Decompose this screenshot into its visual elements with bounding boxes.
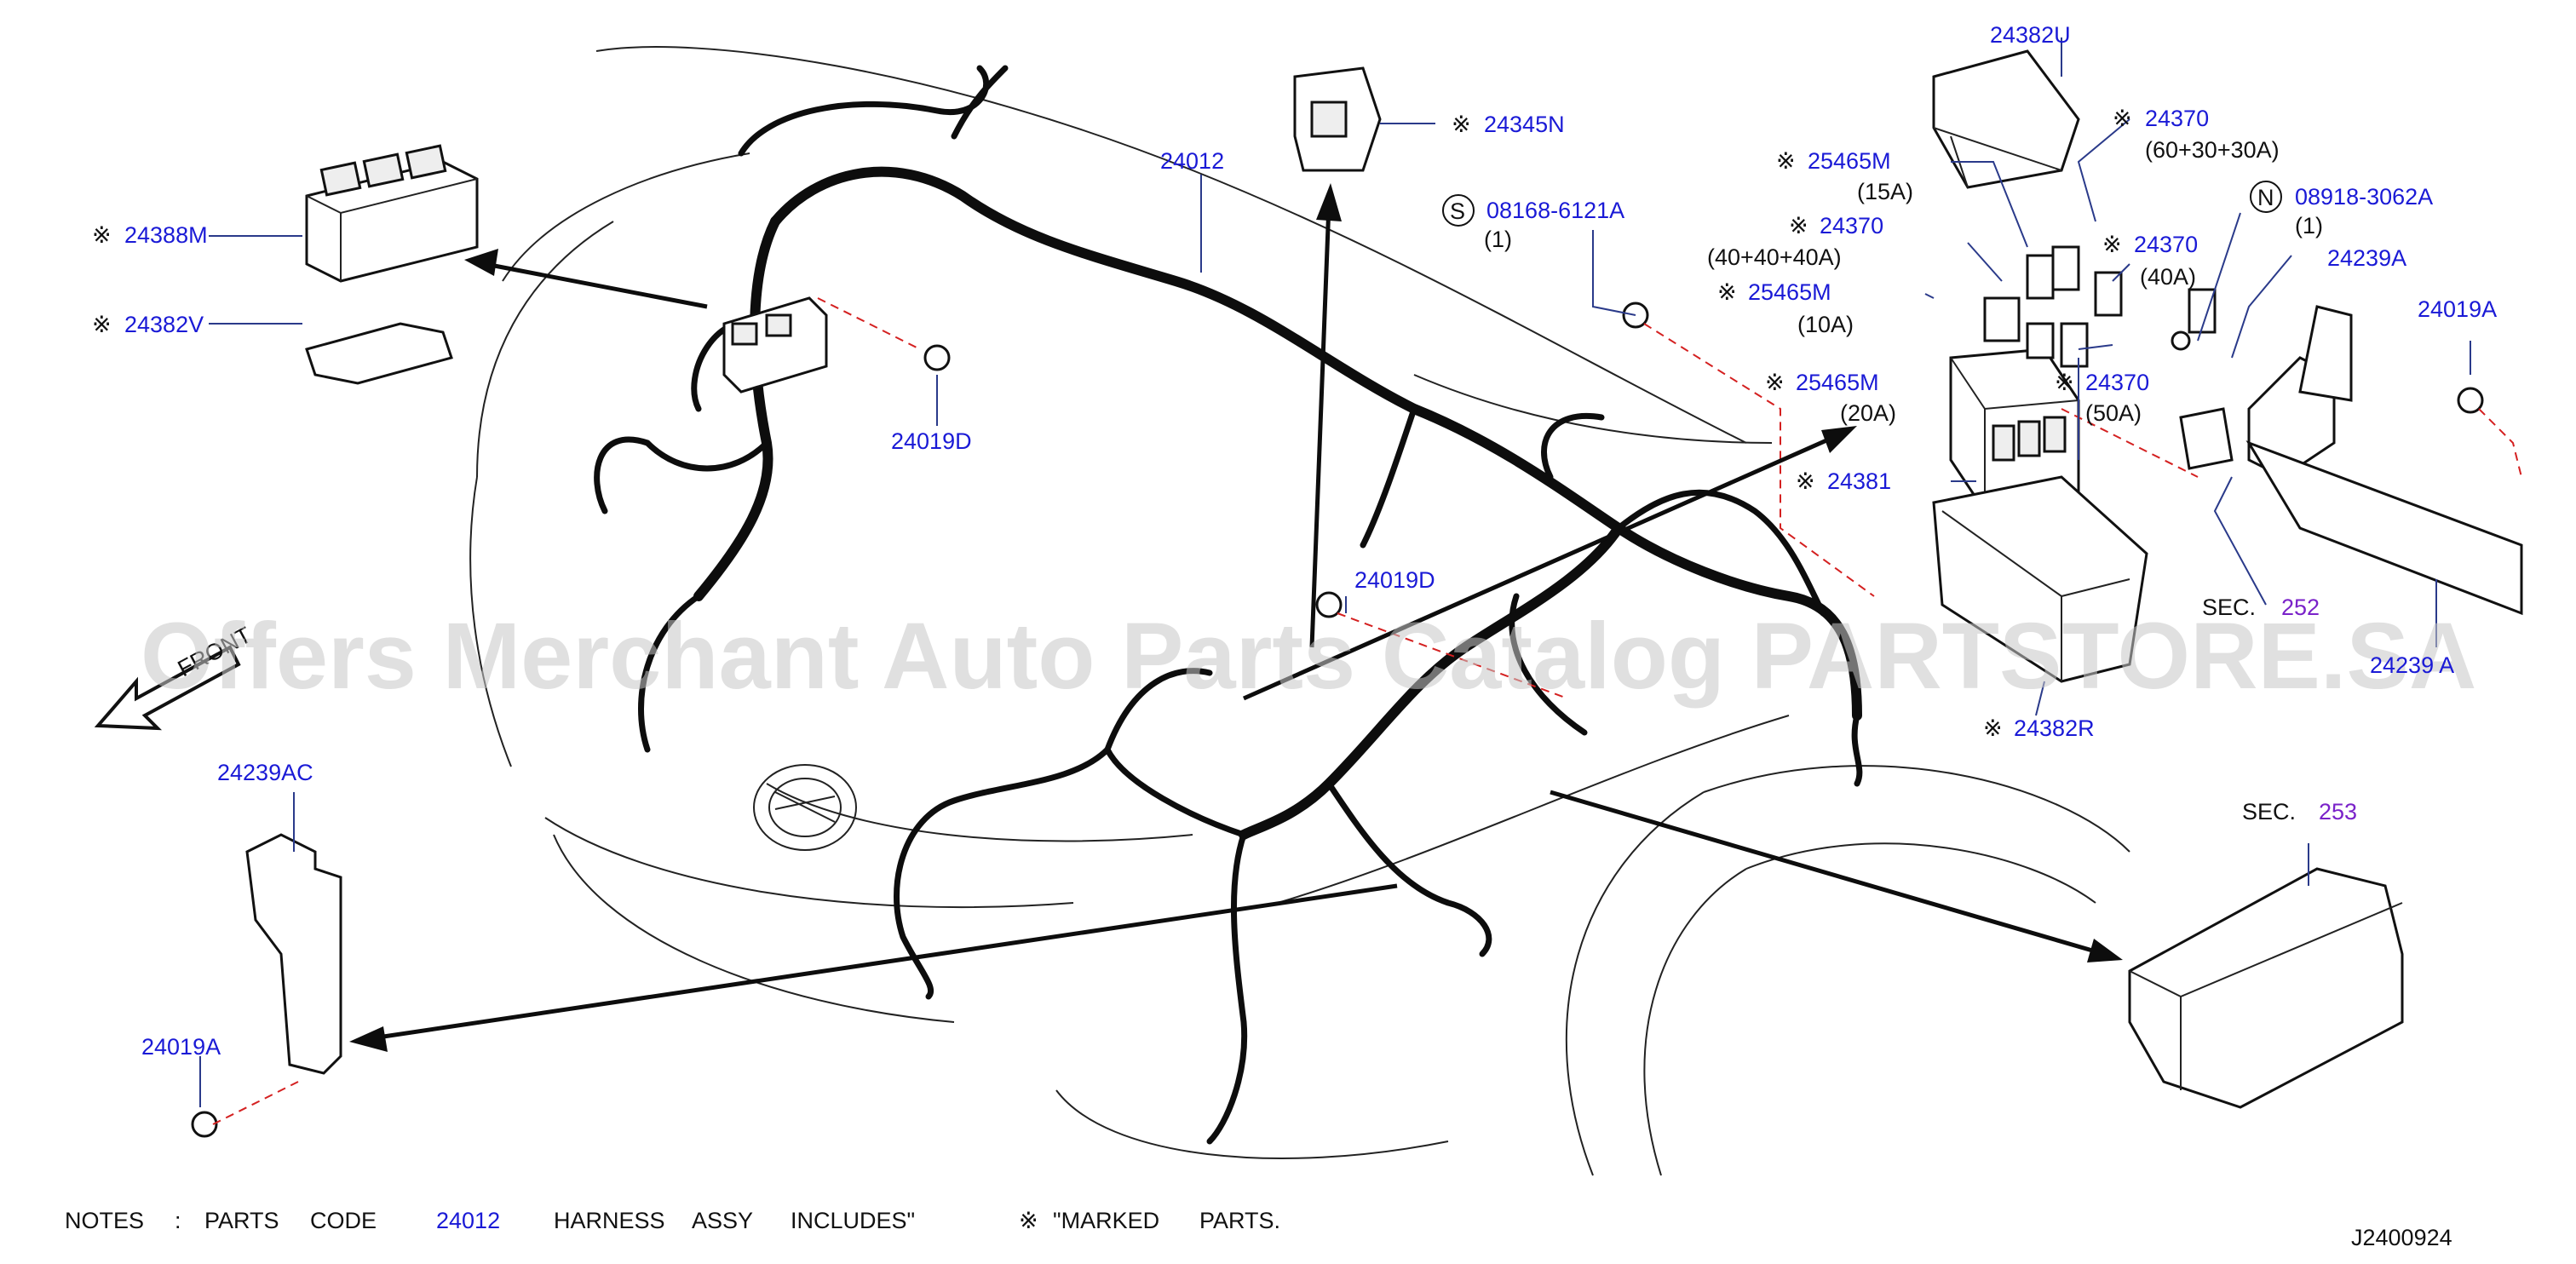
notes-marked: "MARKED [1053, 1208, 1159, 1233]
mark-24370-50: ※ [2055, 370, 2074, 395]
notes-colon: : [175, 1208, 181, 1233]
label-25465M-15: 25465M [1808, 148, 1891, 174]
label-25465M-20: 25465M [1796, 370, 1879, 395]
label-24370-40: 24370 [2134, 232, 2198, 257]
s-code-circle [1442, 194, 1475, 227]
fuse-box-cover-24382U [1932, 49, 2080, 189]
label-20a: (20A) [1840, 400, 1896, 426]
main-harness [594, 65, 1863, 1145]
mark-25465M-10: ※ [1717, 279, 1737, 305]
mark-24370-60: ※ [2113, 106, 2132, 131]
mark-25465M-20: ※ [1765, 370, 1785, 395]
label-15a: (15A) [1857, 179, 1913, 204]
pointer-arrows [349, 183, 2123, 1052]
sec-word-253: SEC. [2242, 799, 2296, 824]
mark-25465M-15: ※ [1776, 148, 1796, 174]
sec-ref-253: 253 [2319, 799, 2357, 824]
notes-code-value: 24012 [436, 1208, 500, 1233]
mark-24382R: ※ [1983, 715, 2003, 741]
n-code-circle [2250, 181, 2282, 213]
sec-ref-252: 252 [2281, 595, 2320, 620]
label-24345N: 24345N [1484, 112, 1565, 137]
label-24370-40x3: 24370 [1820, 213, 1883, 238]
bracket-24239AC [245, 833, 342, 1075]
label-60-30-30a: (60+30+30A) [2145, 137, 2280, 163]
n-code-letter: N [2257, 185, 2274, 210]
part-labels: 24382U ※ 24370 (60+30+30A) ※ 25465M (15A… [92, 22, 2497, 1060]
relay-bracket-center [722, 296, 828, 394]
vehicle-body-outline [469, 46, 2130, 1176]
label-qty-1-a: (1) [1484, 227, 1512, 252]
mark-24381: ※ [1796, 468, 1815, 494]
label-25465M-10: 25465M [1748, 279, 1831, 305]
label-08918-3062A: 08918-3062A [2295, 184, 2433, 210]
label-24370-50: 24370 [2085, 370, 2149, 395]
label-24382V: 24382V [124, 312, 204, 337]
mark-24345N: ※ [1452, 112, 1471, 137]
notes-includes: INCLUDES" [791, 1208, 915, 1233]
label-24239AC: 24239AC [217, 760, 313, 785]
label-24382R: 24382R [2014, 715, 2095, 741]
notes-parts: PARTS [204, 1208, 279, 1233]
label-24388M: 24388M [124, 222, 208, 248]
bolts [191, 302, 2484, 1138]
bracket-24239A [2245, 305, 2523, 616]
notes-parts-end: PARTS. [1199, 1208, 1280, 1233]
label-50a: (50A) [2085, 400, 2142, 426]
diagram-id: J2400924 [2351, 1225, 2452, 1250]
label-24019A-top: 24019A [2418, 296, 2497, 322]
s-code-letter: S [1450, 198, 1465, 224]
sec-word-252: SEC. [2202, 595, 2256, 620]
control-unit-253 [2128, 867, 2404, 1109]
label-24370-60: 24370 [2145, 106, 2209, 131]
label-10a: (10A) [1797, 312, 1854, 337]
label-24012: 24012 [1160, 148, 1224, 174]
fuse-box-housing-24382R [1932, 475, 2148, 683]
notes-prefix: NOTES [65, 1208, 144, 1233]
label-24239-partial: 24239 A [2370, 652, 2454, 678]
notes-code: CODE [310, 1208, 377, 1233]
mark-24388M: ※ [92, 222, 112, 248]
fuses [1983, 245, 2217, 368]
relay-box-left [305, 144, 479, 283]
label-08168-6121A: 08168-6121A [1486, 198, 1624, 223]
label-qty-1-b: (1) [2295, 213, 2323, 238]
relay-small [2179, 407, 2234, 470]
notes-assy: ASSY [692, 1208, 753, 1233]
notes-footer: NOTES : PARTS CODE 24012 HARNESS ASSY IN… [65, 1208, 1280, 1233]
notes-harness: HARNESS [554, 1208, 665, 1233]
mark-24370-40x3: ※ [1789, 213, 1808, 238]
mark-24382V: ※ [92, 312, 112, 337]
connector-block-top [1293, 66, 1382, 172]
label-24382U: 24382U [1990, 22, 2071, 48]
label-24019A-bottom: 24019A [141, 1034, 221, 1060]
watermark: Offers Merchant Auto Parts Catalog PARTS… [141, 604, 2476, 709]
notes-mark: ※ [1019, 1208, 1038, 1233]
fuse-block-24381 [1949, 348, 2080, 513]
label-24381: 24381 [1827, 468, 1891, 494]
cover-plate-left [305, 322, 453, 385]
leader-lines [199, 37, 2471, 1107]
alignment-lines [212, 297, 2522, 1125]
label-24019D-left: 24019D [891, 428, 972, 454]
label-40-40-40a: (40+40+40A) [1707, 244, 1842, 270]
mark-24370-40: ※ [2102, 232, 2122, 257]
label-24239A: 24239A [2327, 245, 2406, 271]
label-24019D-mid: 24019D [1354, 567, 1435, 593]
label-40a: (40A) [2140, 264, 2196, 290]
